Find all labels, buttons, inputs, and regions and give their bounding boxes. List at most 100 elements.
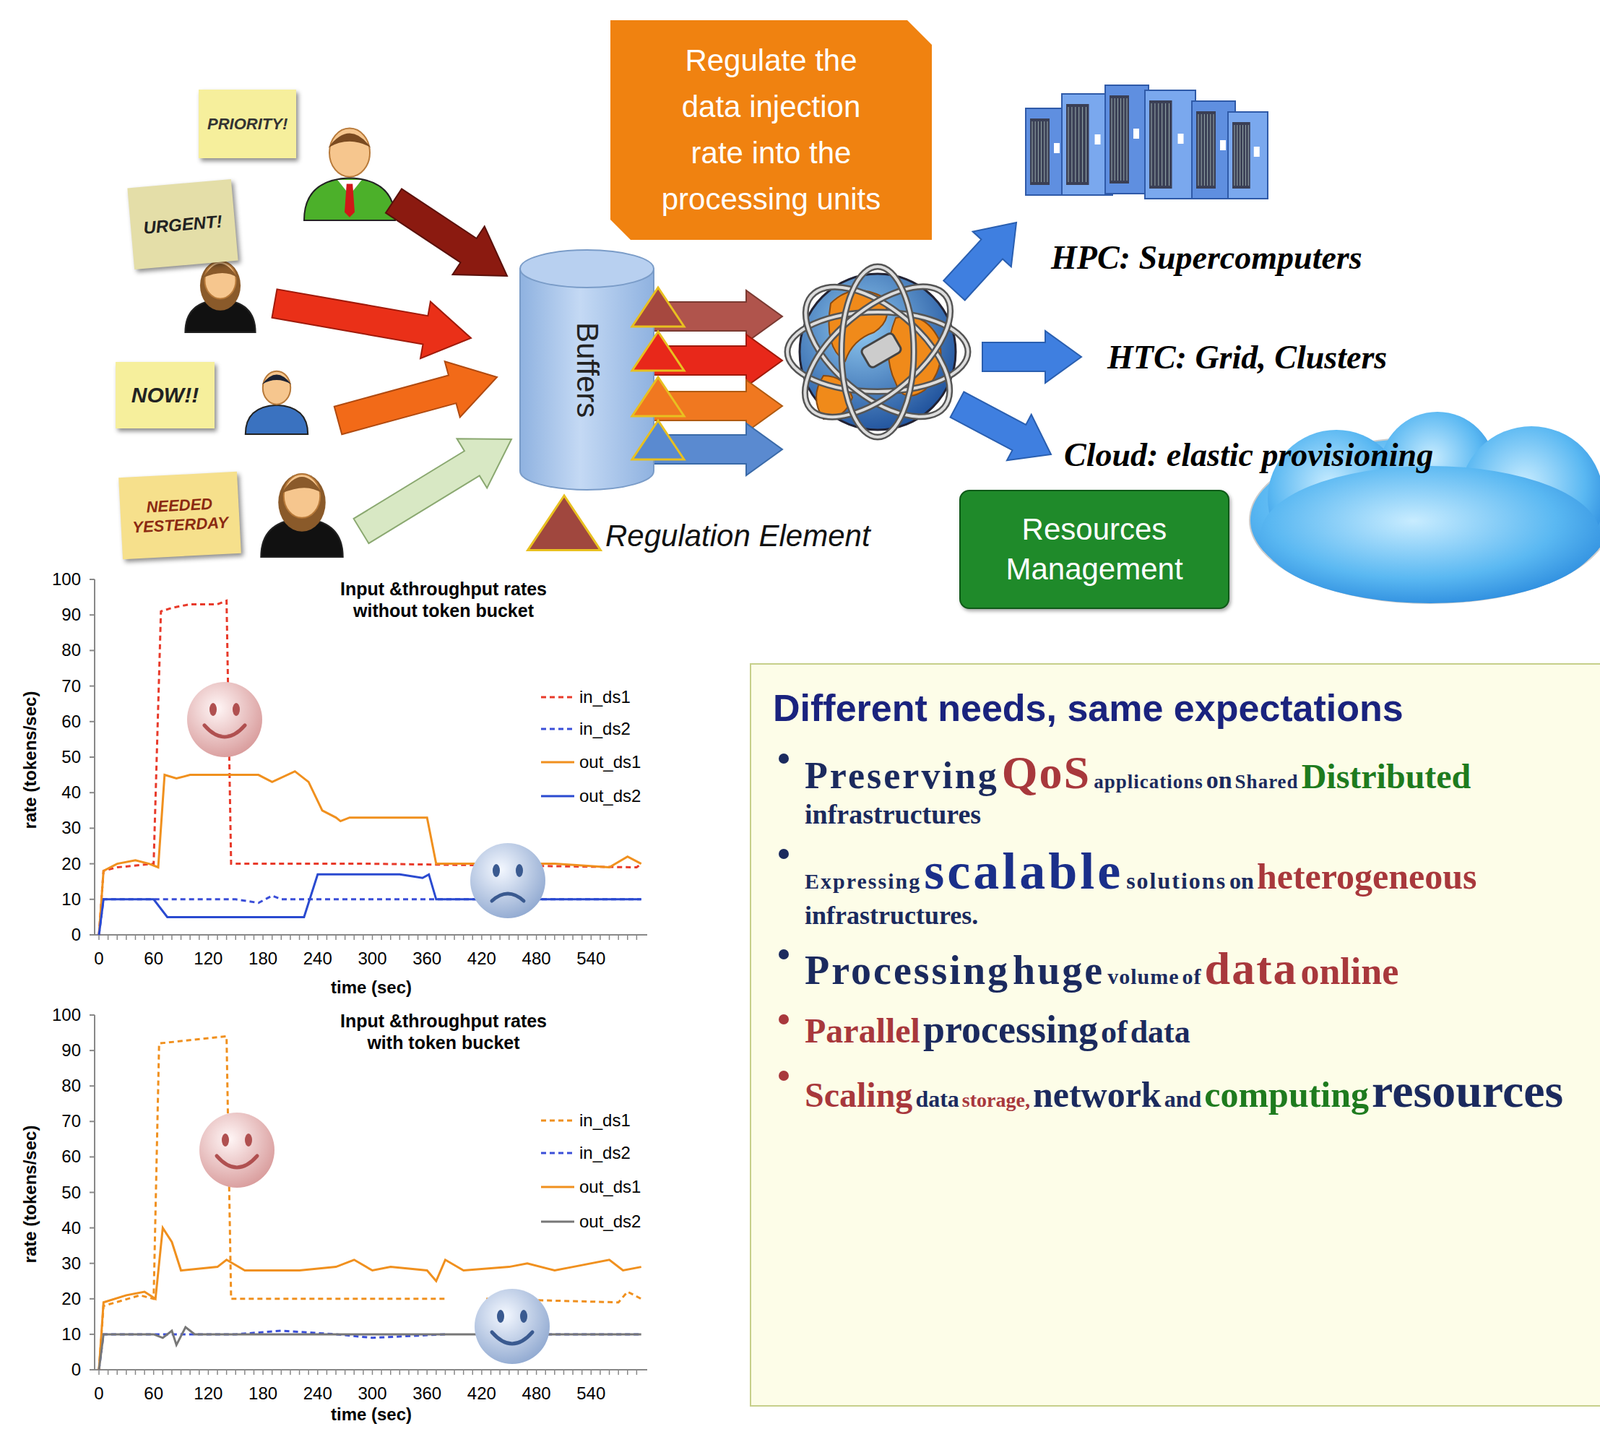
- bullet-word: online: [1300, 950, 1399, 992]
- line-chart: [380, 934, 383, 940]
- smiley-face: [470, 842, 546, 919]
- data-series: [98, 771, 642, 935]
- line-chart: [581, 934, 583, 940]
- globe-icon: [783, 262, 972, 441]
- axis-tick: 80: [61, 640, 81, 661]
- bullet-word: QoS: [1001, 746, 1091, 799]
- supercomputer-icon: [1071, 106, 1072, 183]
- supercomputer-icon: [1053, 143, 1060, 154]
- axis-tick: 20: [61, 853, 81, 875]
- line-chart: [326, 934, 328, 940]
- supercomputer-icon: [1201, 114, 1202, 186]
- line-chart: [244, 1369, 246, 1375]
- line-chart: [226, 1369, 228, 1375]
- supercomputer-icon: [1220, 140, 1226, 151]
- line-chart: [472, 934, 474, 940]
- globe-icon: [783, 262, 972, 441]
- supercomputer-icon: [1154, 103, 1156, 186]
- line-chart: [626, 1369, 629, 1375]
- data-series: [98, 600, 642, 935]
- axis-title: rate (tokens/sec): [20, 691, 41, 830]
- line-chart: [171, 1369, 173, 1375]
- line-chart: [353, 1369, 356, 1375]
- line-chart: [143, 934, 146, 940]
- legend-label: in_ds2: [579, 718, 631, 739]
- line-chart: [317, 934, 319, 940]
- management-box: Resources Management: [959, 489, 1230, 609]
- bullet-word: Scaling: [804, 1075, 913, 1114]
- flow-arrow: [272, 288, 471, 359]
- buffer-cylinder: [520, 249, 654, 288]
- legend-label: out_ds1: [579, 1176, 641, 1197]
- line-chart: [554, 1369, 556, 1375]
- supercomputer-icon: [1144, 90, 1196, 199]
- line-chart: [344, 1369, 347, 1375]
- line-chart: [189, 1369, 191, 1375]
- supercomputer-icon: [1232, 122, 1251, 189]
- bullet-word: Distributed: [1301, 757, 1472, 796]
- legend-line: [541, 696, 575, 699]
- supercomputer-icon: [1161, 103, 1163, 186]
- sticky-note: URGENT!: [127, 179, 238, 270]
- user-icon: [281, 476, 322, 494]
- bullet-word: scalable: [923, 842, 1124, 901]
- bullet-word: solutions: [1126, 867, 1227, 894]
- axis-tick: 0: [93, 948, 104, 969]
- platform-label: Cloud: elastic provisioning: [1064, 435, 1434, 474]
- line-chart: [143, 1369, 146, 1375]
- supercomputer-icon: [1178, 133, 1184, 144]
- line-chart: [517, 934, 520, 940]
- line-chart: [317, 1369, 319, 1375]
- user-icon: [304, 177, 396, 221]
- sticky-note: NEEDED YESTERDAY: [118, 471, 242, 560]
- line-chart: [362, 1369, 365, 1375]
- legend-label: out_ds2: [579, 1211, 641, 1232]
- line-chart: [526, 1369, 529, 1375]
- line-chart: [89, 1191, 95, 1194]
- bullet-word: Parallel: [804, 1011, 921, 1050]
- axis-tick: 60: [61, 711, 81, 732]
- line-chart: [98, 934, 100, 940]
- legend-label: out_ds1: [579, 751, 641, 773]
- bullet-word: applications: [1093, 770, 1204, 793]
- line-chart: [89, 791, 95, 794]
- supercomputer-icon: [1207, 114, 1208, 186]
- axis-tick: 10: [61, 1324, 81, 1345]
- line-chart: [526, 934, 529, 940]
- bullet-word: resources: [1371, 1064, 1564, 1117]
- node-label: PRIORITY!: [207, 114, 288, 134]
- line-chart: [572, 934, 574, 940]
- globe-icon: [841, 266, 914, 438]
- line-chart: [271, 934, 274, 940]
- line-chart: [280, 934, 283, 940]
- axis-tick: 90: [61, 1040, 81, 1061]
- legend-label: in_ds2: [579, 1142, 631, 1163]
- node-label: NOW!!: [131, 382, 199, 408]
- user-icon: [278, 473, 326, 532]
- line-chart: [636, 934, 638, 940]
- bullet-word: Expressing: [804, 868, 921, 893]
- line-chart: [89, 1120, 95, 1122]
- callout-box: Regulate the data injection rate into th…: [610, 20, 932, 240]
- regulation-triangle: [632, 331, 685, 371]
- line-chart: [244, 934, 246, 940]
- node-label: Resources Management: [999, 509, 1189, 589]
- smiley-face: [491, 893, 524, 901]
- line-chart: [326, 1369, 328, 1375]
- axis-tick: 70: [61, 676, 81, 697]
- axis-title: rate (tokens/sec): [20, 1125, 41, 1264]
- bullet-word: storage,: [962, 1088, 1031, 1111]
- line-chart: [408, 934, 410, 940]
- line-chart: [262, 934, 264, 940]
- supercomputer-icon: [1227, 111, 1268, 199]
- bullet-word: data: [1204, 942, 1299, 994]
- flow-arrow: [385, 188, 508, 276]
- supercomputer-icon: [1242, 124, 1244, 186]
- line-chart: [426, 1369, 428, 1375]
- line-chart: [89, 1014, 95, 1016]
- supercomputer-icon: [1035, 121, 1036, 183]
- supercomputer-icon: [1109, 95, 1130, 184]
- legend-line: [541, 728, 575, 731]
- line-chart: [89, 1084, 95, 1087]
